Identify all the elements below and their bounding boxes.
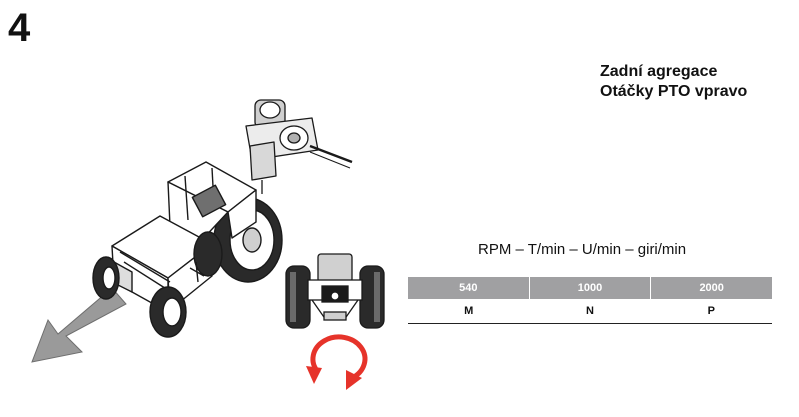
step-number: 4: [8, 6, 31, 50]
rpm-caption: RPM – T/min – U/min – giri/min: [478, 241, 687, 258]
forward-direction-arrow-icon: [31, 287, 127, 363]
table-header-cell: 1000: [530, 277, 652, 299]
heading-line-2: Otáčky PTO vpravo: [600, 83, 748, 100]
table-cell: P: [707, 305, 715, 317]
heading-line-1: Zadní agregace: [600, 63, 718, 80]
tractor-illustration-icon: [92, 161, 283, 338]
clockwise-rotation-icon: [306, 334, 368, 390]
rear-implement-pto-icon: [245, 99, 353, 194]
table-cell: N: [586, 305, 594, 317]
pto-speed-table: 540 1000 2000 M N P: [408, 277, 772, 324]
table-row: M N P: [408, 299, 772, 324]
section-heading: Zadní agregace Otáčky PTO vpravo: [600, 62, 747, 102]
table-header-cell: 2000: [699, 282, 724, 294]
table-header-cell: 540: [408, 277, 530, 299]
table-header-row: 540 1000 2000: [408, 277, 772, 299]
tractor-rear-view-icon: [285, 253, 385, 329]
table-cell: M: [464, 305, 474, 317]
